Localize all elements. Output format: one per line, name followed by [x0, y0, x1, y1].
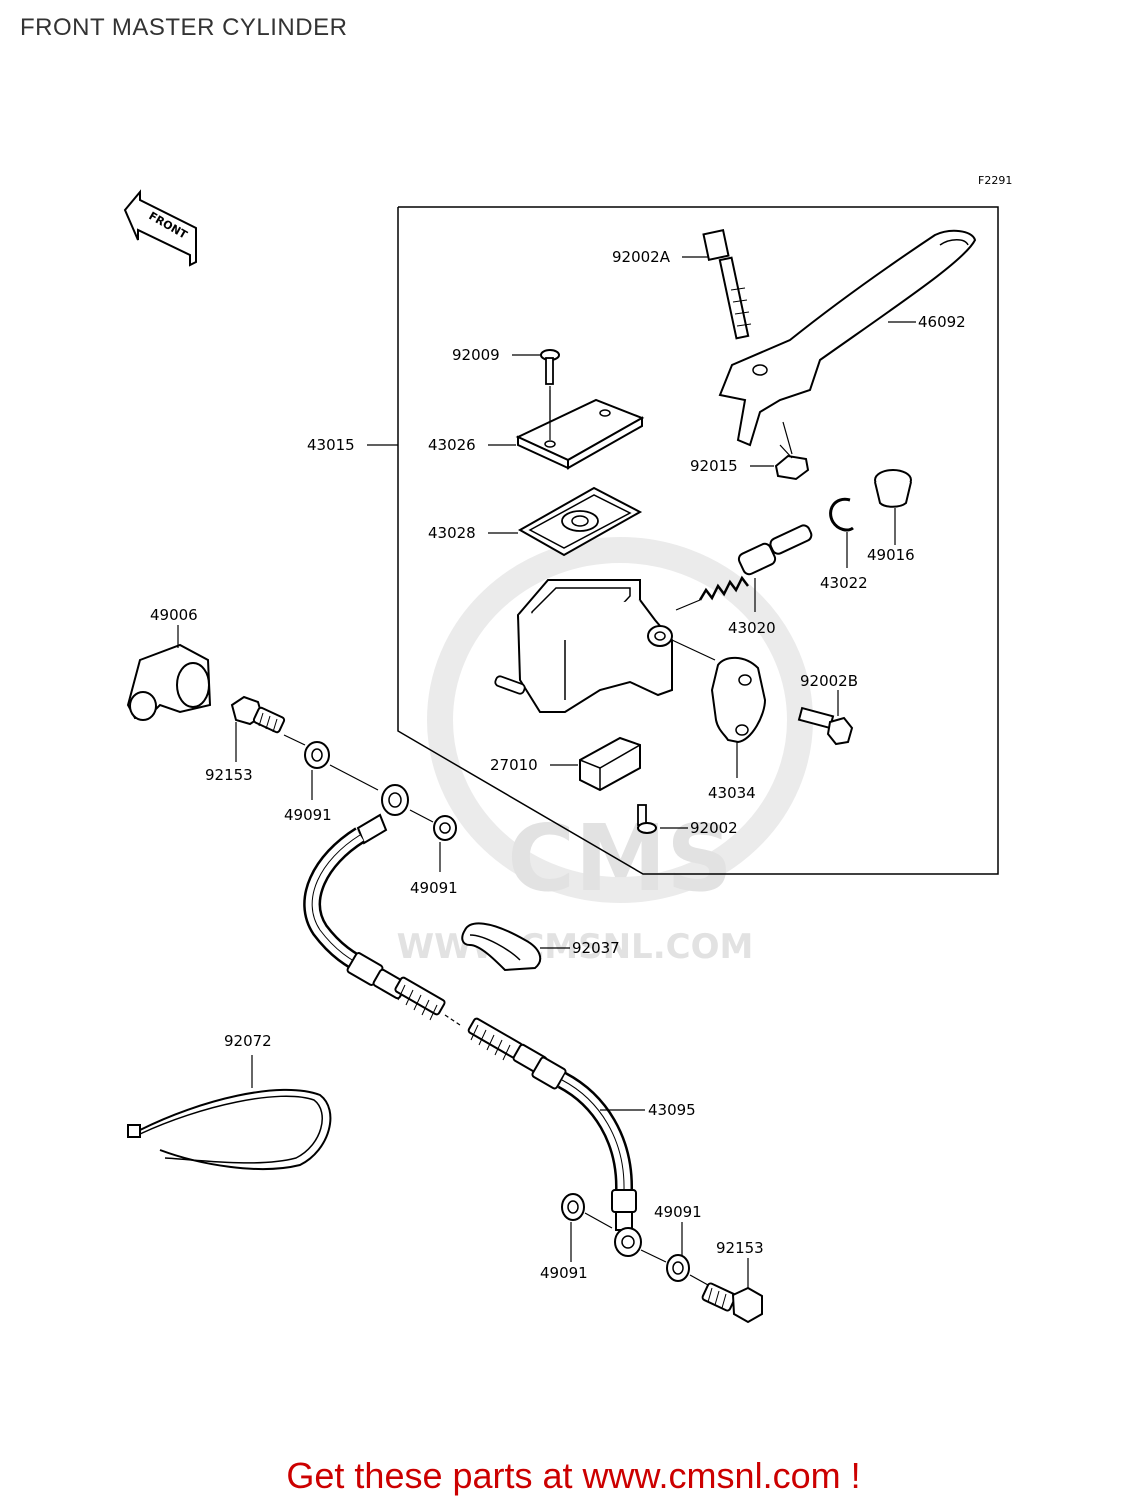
part-label-92037: 92037 [572, 939, 620, 957]
part-label-49016: 49016 [867, 546, 915, 564]
brake-hose-lower-icon [467, 1017, 642, 1257]
part-label-92009: 92009 [452, 346, 500, 364]
banjo-bolt-upper-icon [230, 695, 306, 746]
reservoir-cap-icon [515, 398, 645, 470]
part-label-46092: 46092 [918, 313, 966, 331]
part-label-43015: 43015 [307, 436, 355, 454]
piston-kit-icon [675, 524, 813, 611]
banjo-bolt-lower-icon [701, 1282, 763, 1324]
screw-92009-icon [540, 349, 560, 432]
part-label-92002A: 92002A [612, 248, 671, 266]
part-label-49091-c: 49091 [654, 1203, 702, 1221]
part-label-49006: 49006 [150, 606, 198, 624]
figure-code: F2291 [978, 174, 1012, 187]
watermark-brand: CMS [507, 805, 732, 912]
dust-boot-icon [874, 469, 912, 508]
assembly-outline [397, 206, 999, 875]
part-label-43095: 43095 [648, 1101, 696, 1119]
clamp-43034-icon [710, 656, 767, 744]
part-label-92153-upper: 92153 [205, 766, 253, 784]
hose-clip-icon [461, 922, 542, 972]
screw-92002-icon [637, 804, 657, 834]
exploded-parts-diagram: CMS WWW.CMSNL.COM FRONT F2291 43015 9200… [123, 174, 1012, 1324]
part-label-27010: 27010 [490, 756, 538, 774]
part-label-92002: 92002 [690, 819, 738, 837]
part-label-43026: 43026 [428, 436, 476, 454]
brake-hose-upper-icon [303, 784, 461, 1026]
footer-shop-link[interactable]: Get these parts at www.cmsnl.com ! [286, 1455, 861, 1496]
washer-upper-right-icon [409, 809, 457, 841]
part-label-43034: 43034 [708, 784, 756, 802]
watermark: CMS WWW.CMSNL.COM [397, 537, 813, 967]
bolt-92002A-icon [702, 229, 752, 340]
part-label-43028: 43028 [428, 524, 476, 542]
front-arrow-icon: FRONT [123, 189, 197, 267]
diaphragm-43028-icon [517, 486, 643, 557]
nut-92015-icon [774, 444, 810, 481]
brake-lever-icon [718, 229, 977, 447]
washer-lower-right-icon [640, 1249, 709, 1286]
tee-fitting-icon [126, 643, 212, 721]
part-label-92072: 92072 [224, 1032, 272, 1050]
part-label-92002B: 92002B [800, 672, 858, 690]
part-label-92015: 92015 [690, 457, 738, 475]
part-label-49091-b: 49091 [410, 879, 458, 897]
page-title: FRONT MASTER CYLINDER [20, 14, 348, 41]
brake-switch-icon [579, 736, 641, 792]
bolt-92002B-icon [797, 706, 854, 746]
watermark-url: WWW.CMSNL.COM [397, 927, 754, 967]
part-label-49091-d: 49091 [540, 1264, 588, 1282]
master-cylinder-body-icon [494, 579, 716, 713]
circlip-43022-icon [829, 497, 854, 532]
part-label-49091-a: 49091 [284, 806, 332, 824]
washer-lower-left-icon [561, 1193, 613, 1229]
part-label-92153-lower: 92153 [716, 1239, 764, 1257]
washer-upper-left-icon [304, 741, 379, 791]
part-label-43020: 43020 [728, 619, 776, 637]
part-label-43022: 43022 [820, 574, 868, 592]
cable-tie-icon [127, 1088, 332, 1170]
